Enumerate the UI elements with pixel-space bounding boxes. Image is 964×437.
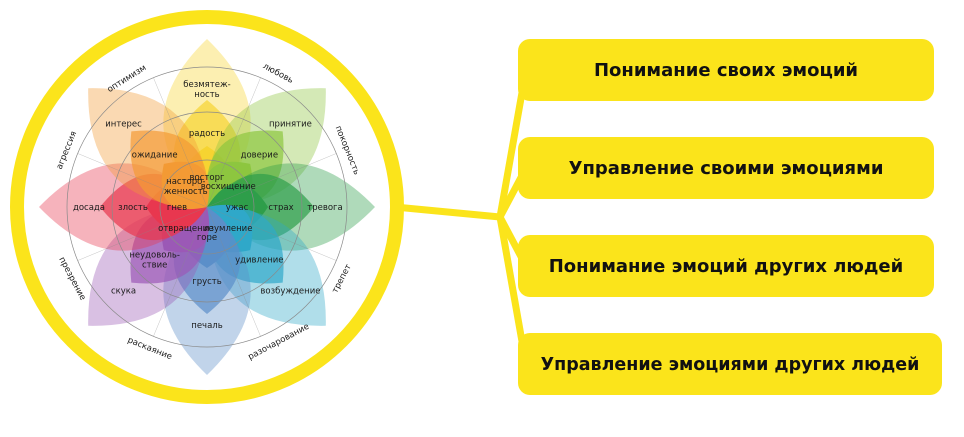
label-anger-middle: злость: [118, 203, 148, 213]
label-anticipation-outer: интерес: [105, 120, 142, 130]
label-disgust-inner: отвращение: [158, 224, 213, 234]
label-disgust-middle: неудоволь-ствие: [129, 250, 180, 270]
label-fear-middle: страх: [268, 203, 293, 213]
label-trust-inner: восхищение: [201, 182, 256, 192]
grid-ring-2: [111, 111, 303, 303]
skill-box-bg: [518, 39, 934, 101]
label-fear-inner: ужас: [226, 203, 249, 213]
label-sadness-inner: горе: [197, 233, 217, 243]
label-surprise-middle: удивление: [235, 255, 283, 265]
label-joy-inner: восторг: [190, 173, 225, 183]
skill-box-3: Понимание эмоций других людей: [518, 235, 934, 297]
connector-stem: [394, 203, 501, 221]
label-sadness-middle: грусть: [192, 277, 222, 287]
label-trust-middle: доверие: [241, 151, 278, 161]
label-anger-outer: досада: [73, 203, 105, 213]
label-disgust-outer: скука: [111, 286, 136, 296]
grid-spoke-4: [206, 206, 261, 337]
skill-box-label: Управление своими эмоциями: [569, 158, 884, 179]
wheel-rings: [66, 66, 348, 348]
label-surprise-outer: возбуждение: [260, 286, 320, 296]
grid-spoke-7: [77, 153, 208, 208]
grid-spoke-5: [153, 206, 208, 337]
label-joy-middle: радость: [189, 129, 225, 139]
label-anger-inner: гнев: [167, 203, 187, 213]
grid-spoke-1: [206, 77, 261, 208]
label-joy-outer: безмятеж-ность: [183, 80, 230, 100]
grid-spoke-3: [206, 206, 337, 261]
skill-box-label: Понимание своих эмоций: [594, 60, 858, 81]
skill-box-4: Управление эмоциями других людей: [518, 333, 942, 395]
label-anticipation-middle: ожидание: [132, 151, 178, 161]
grid-spoke-2: [206, 153, 337, 208]
connector-lines: [394, 69, 530, 365]
grid-spoke-6: [77, 206, 208, 261]
grid-ring-1: [159, 159, 255, 255]
skill-box-label: Понимание эмоций других людей: [549, 256, 904, 277]
label-sadness-outer: печаль: [191, 321, 222, 331]
skill-box-bg: [518, 333, 942, 395]
skill-box-label: Управление эмоциями других людей: [541, 355, 920, 375]
label-trust-outer: принятие: [269, 120, 312, 130]
skill-box-1: Понимание своих эмоций: [518, 39, 934, 101]
label-anticipation-inner: насторо-женность: [164, 177, 208, 197]
grid-ring-3: [66, 66, 348, 348]
skill-box-bg: [518, 137, 934, 199]
grid-spoke-8: [153, 77, 208, 208]
skill-box-2: Управление своими эмоциями: [518, 137, 934, 199]
skill-box-bg: [518, 235, 934, 297]
label-surprise-inner: изумление: [204, 224, 252, 234]
label-fear-outer: тревога: [307, 203, 342, 213]
